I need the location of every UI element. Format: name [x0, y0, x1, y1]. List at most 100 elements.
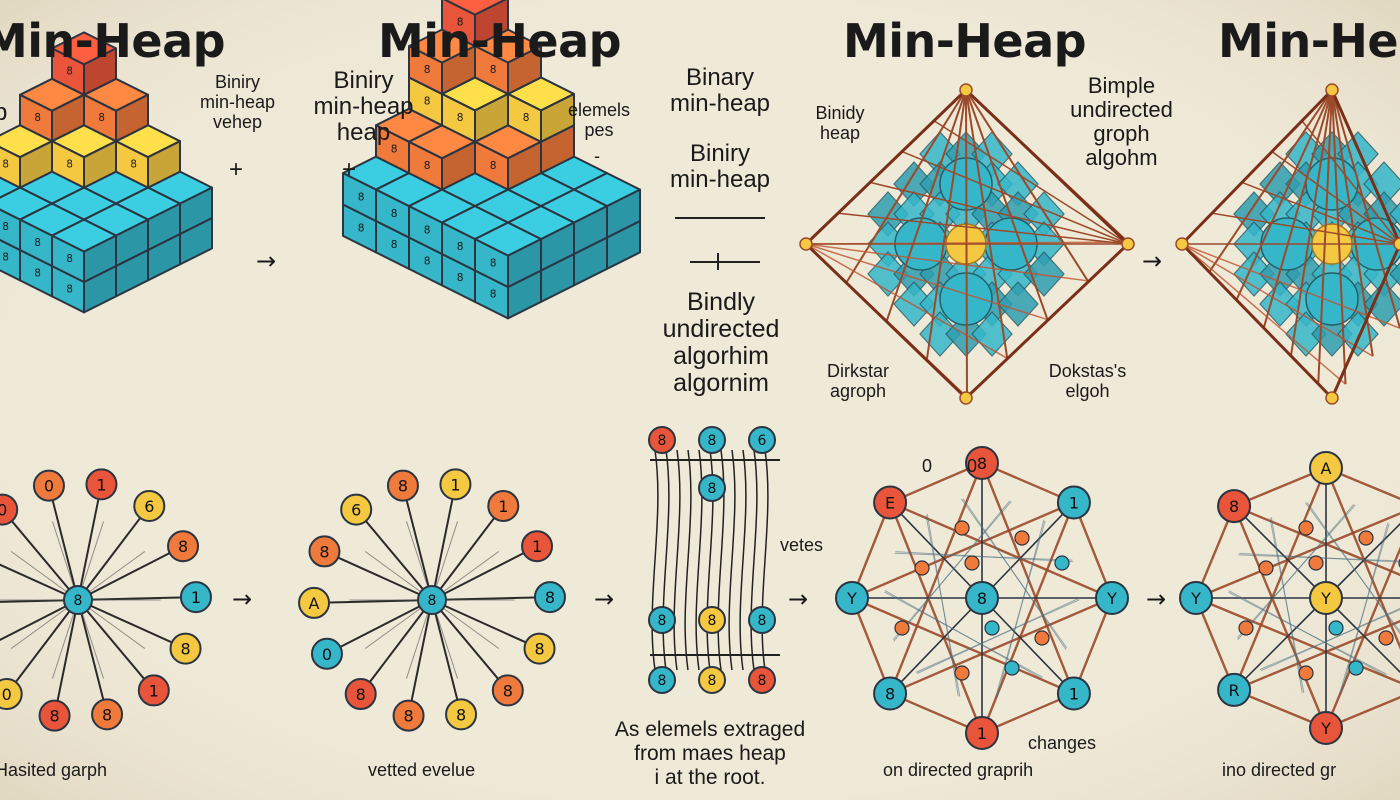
ladder-strand [750, 449, 758, 671]
ladder-node [648, 606, 676, 634]
diamond-tile [1023, 251, 1065, 297]
star-node-label: 0 [0, 501, 7, 520]
cube-right-face [474, 0, 509, 48]
network-node-label: 1 [977, 724, 987, 743]
star-node [310, 637, 343, 670]
star-edge [53, 599, 79, 716]
ladder-node [698, 474, 726, 502]
cube-glyph: 8 [66, 159, 73, 171]
network-node-label: Y [1106, 589, 1117, 608]
star-edge [431, 599, 540, 650]
cube-right-face [507, 238, 542, 288]
diamond-graph-diagram-1 [799, 83, 1135, 405]
network-small-node [1298, 665, 1314, 681]
star-node-label: 0 [2, 685, 12, 704]
diamond-ray [885, 89, 967, 322]
network-node [1056, 485, 1091, 520]
network-edge [1195, 596, 1400, 684]
cube-right-face [441, 140, 476, 191]
ladder-node-label: 8 [708, 433, 717, 449]
star-edge [431, 599, 509, 692]
label-vertex-value: vetted evelue [368, 760, 476, 780]
network-edge [981, 597, 1075, 695]
diamond-ray [1241, 181, 1400, 245]
network-small-node [1258, 560, 1274, 576]
star-node-label: 1 [498, 497, 508, 516]
ladder-strand [761, 449, 769, 671]
ladder-strand [717, 449, 725, 671]
network-node-label: 8 [977, 454, 987, 473]
network-web [895, 551, 1074, 563]
star-node [0, 678, 23, 711]
star-node [38, 699, 71, 732]
star-node [392, 699, 425, 732]
star-center-label: 8 [428, 593, 437, 609]
star-node-label: 8 [503, 681, 513, 700]
ladder-node-label: 8 [758, 613, 767, 629]
star-edge [401, 485, 433, 601]
cube-glyph: 8 [457, 112, 464, 124]
diamond-ray [1235, 89, 1333, 301]
ladder-node-label: 8 [658, 433, 667, 449]
diamond-vertex [1325, 391, 1339, 405]
arrow-1: → [256, 247, 277, 275]
star-node [133, 489, 166, 522]
diamond-ray [845, 89, 967, 284]
network-node [1217, 672, 1252, 707]
label-nodes-top: 0 0 [922, 456, 978, 476]
star-node [491, 674, 524, 707]
network-node-label: 1 [1069, 684, 1079, 703]
star-edge [359, 599, 433, 695]
diamond-ray [1331, 89, 1374, 357]
arrow-2: → [1142, 247, 1163, 275]
cube-glyph: 8 [490, 64, 497, 76]
cube-right-face [441, 45, 476, 95]
star-edge [77, 599, 186, 650]
star-node-label: 8 [534, 640, 544, 659]
cube-block: 8 [441, 0, 509, 48]
star-node [32, 469, 65, 502]
cube-glyph: 8 [2, 251, 9, 263]
star-node-label: 8 [180, 640, 190, 659]
label-plus-2: + [342, 156, 357, 183]
diamond-ray [1208, 89, 1333, 273]
star-node [487, 489, 520, 522]
star-edge [326, 599, 433, 655]
diamond-tile [1363, 281, 1400, 327]
cube-glyph: 8 [457, 272, 464, 284]
label-binary-min-heap-heap: Biniry min-heap heap [313, 67, 414, 146]
star-node-label: 1 [149, 681, 159, 700]
ladder-node-label: 8 [758, 673, 767, 689]
star-node [308, 535, 341, 568]
star-node-label: 8 [178, 537, 188, 556]
star-node-label: 1 [191, 588, 201, 607]
network-web [1259, 609, 1400, 671]
star-node-label: 8 [403, 707, 413, 726]
network-small-node [1358, 530, 1374, 546]
cube-right-face [83, 47, 117, 96]
network-node-label: Y [846, 589, 857, 608]
star-node-label: 1 [450, 475, 460, 494]
cube-glyph: 8 [457, 16, 464, 28]
cube-glyph: 8 [490, 289, 497, 301]
star-center-label: 8 [74, 593, 83, 609]
star-node-label: 6 [351, 501, 361, 520]
label-binary-min-heap-vehep: Biniry min-heap vehep [199, 72, 276, 132]
network-node-label: Y [1190, 589, 1201, 608]
network-small-node [964, 555, 980, 571]
label-p: p [0, 99, 8, 126]
label-directed-graph-1: on directed graprih [883, 760, 1034, 780]
diamond-ray [1317, 89, 1333, 384]
star-edge [431, 545, 538, 601]
ladder-strand [728, 449, 736, 671]
cube-glyph: 8 [391, 143, 398, 155]
diamond-ray [1262, 89, 1333, 329]
diamond-node [1305, 272, 1359, 326]
star-node [179, 581, 212, 614]
label-minus: - [594, 146, 600, 166]
network-node [835, 581, 869, 615]
star-node [533, 581, 566, 614]
star-node [340, 493, 373, 526]
ladder-node [698, 426, 726, 454]
